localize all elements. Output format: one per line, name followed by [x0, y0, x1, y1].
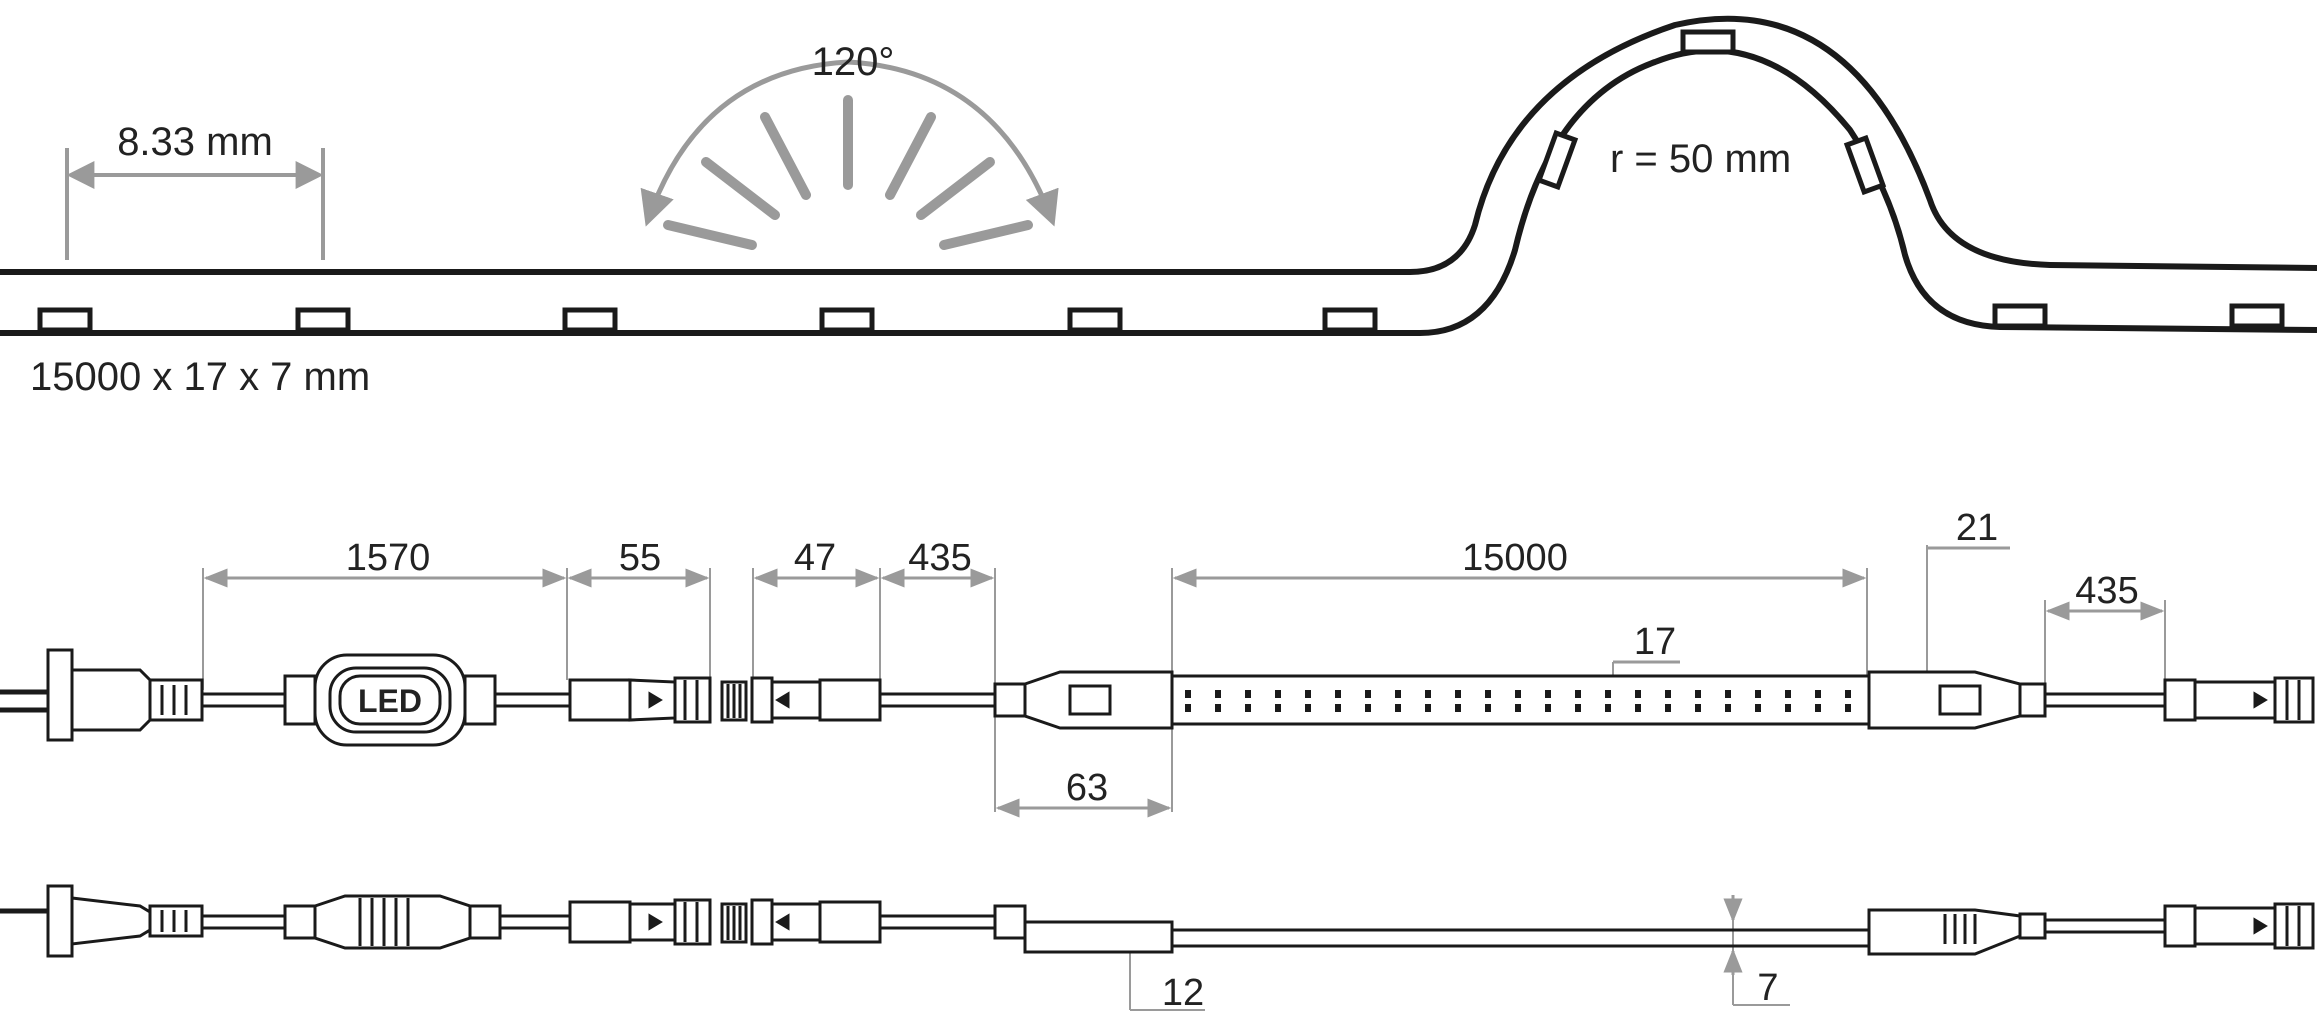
pitch-label: 8.33 mm: [117, 120, 273, 164]
strip-bottom-edge: [0, 47, 2317, 336]
side-strip-body: [1172, 928, 1869, 948]
dim-63-label: 63: [1066, 767, 1108, 809]
beam-angle-arc: [640, 59, 1059, 227]
end-connector: [2163, 676, 2315, 724]
side-connector-coupling: [720, 898, 882, 946]
side-end-connector: [2163, 902, 2315, 950]
led-strip-body: [1170, 674, 1871, 726]
dim-55-label: 55: [619, 537, 661, 579]
strip-top-edge: [0, 15, 2317, 275]
power-plug: [0, 648, 204, 742]
size-label: 15000 x 17 x 7 mm: [30, 355, 370, 399]
dim-17-label: 17: [1634, 621, 1676, 663]
dim-435-right-label: 435: [2075, 570, 2138, 612]
dim-47-label: 47: [794, 537, 836, 579]
side-end-cap-left: [993, 904, 1174, 954]
side-led-controller: [283, 894, 502, 950]
side-power-plug: [0, 884, 204, 958]
side-connector-male: [568, 898, 712, 946]
end-cap-right: [1867, 670, 2047, 730]
dim-1570-label: 1570: [346, 537, 431, 579]
dim-21-label: 21: [1956, 507, 1998, 549]
connector-male: [568, 676, 712, 724]
controller-label: LED: [358, 683, 422, 719]
dim-435-left-label: 435: [908, 537, 971, 579]
side-end-cap-right: [1867, 908, 2047, 956]
dim-7-label: 7: [1757, 967, 1778, 1009]
dim-12-label: 12: [1162, 972, 1204, 1014]
led-controller: [283, 653, 497, 747]
dim-15000-label: 15000: [1462, 537, 1568, 579]
angle-label: 120°: [812, 40, 895, 84]
assembly-top-view: 1570 55 47 435 15000 21 435 17 63: [0, 507, 2315, 818]
beam-angle-rays: [663, 95, 1033, 250]
end-cap-left: [993, 670, 1174, 730]
assembly-side-view: 12 7: [0, 884, 2315, 1014]
led-chips-pattern: [1185, 690, 1851, 712]
radius-label: r = 50 mm: [1610, 137, 1791, 181]
connector-coupling: [720, 676, 882, 724]
strip-profile-view: 8.33 mm 120° r = 50 mm 15000 x 17 x 7 mm: [0, 15, 2317, 399]
led-chip-row: [37, 29, 2285, 333]
